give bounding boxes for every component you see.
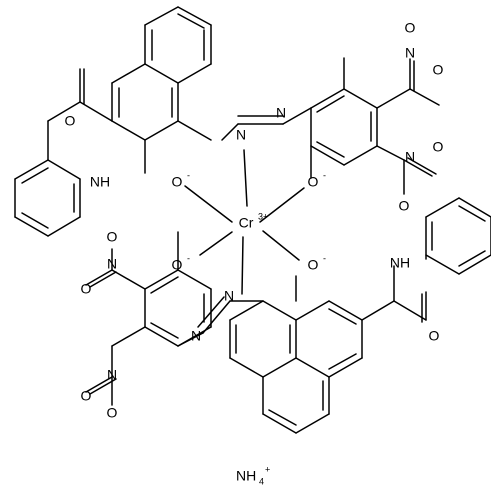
lower-amide — [361, 265, 427, 323]
lower-nitro-2-nitrogen: N — [107, 367, 117, 383]
upper-coordination-bonds — [184, 149, 305, 223]
lower-nitro-2-oxygen-a: O — [81, 388, 92, 404]
upper-nitro-1-nitrogen: N — [405, 45, 415, 61]
upper-naphthoxide-oxygen: O — [172, 174, 183, 190]
lower-nitro-2-oxygen-b: O — [107, 405, 118, 421]
upper-phenoxide-oxygen: O — [308, 174, 319, 190]
lower-naphthoxide-charge: - — [323, 253, 326, 263]
lower-amide-nh: NH — [390, 255, 410, 271]
upper-nitro-groups — [376, 58, 440, 195]
upper-nitro-2-oxygen-a: O — [433, 139, 444, 155]
lower-nitro-1-oxygen-b: O — [81, 281, 92, 297]
upper-azo-nitrogen-2: N — [276, 105, 286, 121]
lower-nitro-groups — [85, 248, 117, 406]
upper-azo-phenol — [144, 57, 405, 179]
counterion: NH 4 + — [236, 464, 270, 486]
upper-ligand — [14, 6, 440, 237]
upper-naphthalene-bonds — [111, 6, 212, 141]
ammonium-subscript: 4 — [259, 476, 264, 486]
upper-nitro-1-oxygen-a: O — [433, 62, 444, 78]
lower-phenoxide-charge: - — [187, 253, 190, 263]
upper-amide-nh: NH — [90, 174, 110, 190]
atom-labels: O NH O - N N O - N O O N O O Cr 3+ O - O… — [65, 20, 444, 421]
lower-azo-phenol — [111, 231, 297, 378]
chromium-center: Cr — [239, 215, 254, 231]
chromium-charge: 3+ — [258, 211, 268, 221]
lower-azo-nitrogen-2: N — [191, 328, 201, 344]
upper-phenoxide-charge: - — [323, 170, 326, 180]
upper-nitro-2-nitrogen: N — [405, 149, 415, 165]
upper-azo-nitrogen-1: N — [236, 127, 246, 143]
ammonium-charge: + — [265, 464, 270, 474]
lower-coordination-bonds — [199, 230, 300, 295]
lower-anilide-ring — [425, 197, 491, 275]
lower-naphthoxide-oxygen: O — [308, 257, 319, 273]
lower-naphthalene-bonds — [229, 300, 363, 434]
lower-amide-oxygen: O — [429, 328, 440, 344]
lower-ligand — [85, 197, 491, 434]
ammonium-label: NH — [236, 468, 256, 484]
lower-phenoxide-oxygen: O — [172, 257, 183, 273]
upper-amide — [47, 68, 113, 161]
lower-nitro-1-oxygen-a: O — [107, 229, 118, 245]
upper-amide-oxygen: O — [65, 113, 76, 129]
lower-nitro-1-nitrogen: N — [107, 256, 117, 272]
upper-nitro-2-oxygen-b: O — [399, 198, 410, 214]
upper-anilide-ring — [14, 159, 81, 237]
upper-nitro-1-oxygen-b: O — [405, 20, 416, 36]
lower-azo-nitrogen-1: N — [224, 288, 234, 304]
upper-naphthoxide-charge: - — [187, 170, 190, 180]
